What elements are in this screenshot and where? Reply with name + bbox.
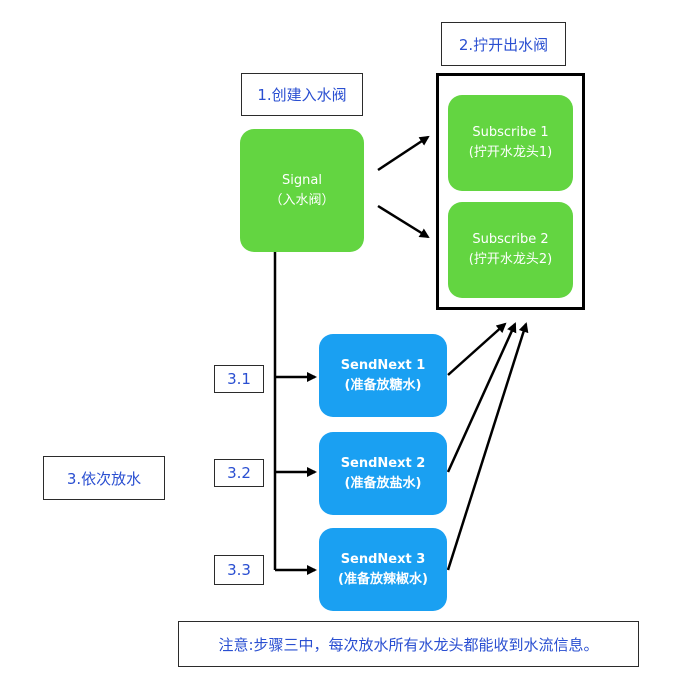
arrow-signal-to-subscribe2: [377, 204, 430, 239]
step3-2-label: 3.2: [214, 459, 264, 487]
step3-label: 3.依次放水: [43, 456, 165, 500]
sendnext3-subtitle: (准备放辣椒水): [338, 571, 428, 587]
subscribe1-title: Subscribe 1: [472, 125, 549, 140]
signal-subtitle: （入水阀）: [269, 192, 335, 208]
sendnext2-node: SendNext 2 (准备放盐水): [319, 432, 447, 515]
sendnext2-title: SendNext 2: [340, 455, 426, 471]
subscribe2-subtitle: (拧开水龙头2): [468, 252, 553, 267]
subscribe2-title: Subscribe 2: [472, 232, 549, 247]
subscribe2-node: Subscribe 2 (拧开水龙头2): [448, 202, 573, 298]
arrow-sendnext1-to-subscribers: [447, 322, 507, 376]
arrow-sendnext3-to-subscribers: [446, 322, 529, 571]
arrow-sendnext2-to-subscribers: [446, 322, 517, 473]
signal-node: Signal （入水阀）: [240, 129, 364, 252]
step3-1-label: 3.1: [214, 365, 264, 393]
step3-3-label: 3.3: [214, 555, 264, 585]
signal-title: Signal: [282, 172, 322, 188]
subscribers-group: [436, 73, 585, 310]
sendnext2-subtitle: (准备放盐水): [344, 475, 422, 491]
arrow-signal-to-subscribe1: [377, 135, 430, 172]
sendnext3-node: SendNext 3 (准备放辣椒水): [319, 528, 447, 611]
sendnext1-subtitle: (准备放糖水): [344, 377, 422, 393]
step1-label: 1.创建入水阀: [241, 73, 363, 116]
sendnext3-title: SendNext 3: [340, 551, 426, 567]
subscribe1-node: Subscribe 1 (拧开水龙头1): [448, 95, 573, 191]
step2-label: 2.拧开出水阀: [441, 22, 566, 66]
note-label: 注意:步骤三中，每次放水所有水龙头都能收到水流信息。: [178, 621, 639, 667]
sendnext1-title: SendNext 1: [340, 357, 426, 373]
sendnext1-node: SendNext 1 (准备放糖水): [319, 334, 447, 417]
subscribe1-subtitle: (拧开水龙头1): [468, 145, 553, 160]
